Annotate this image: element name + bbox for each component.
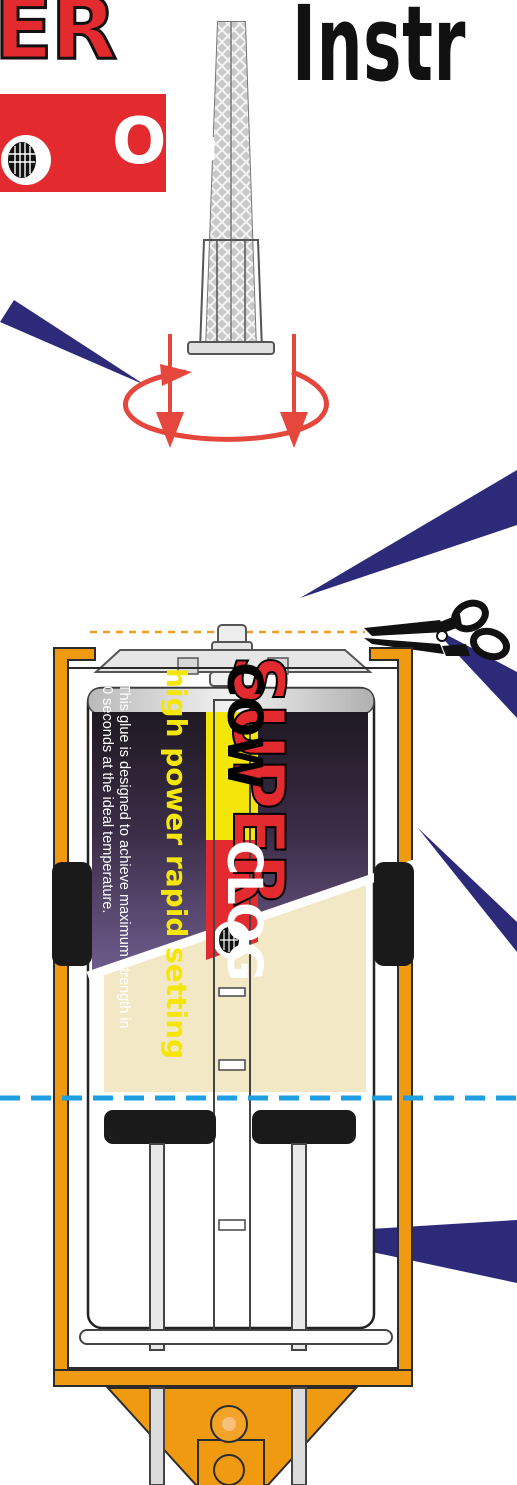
label-fine-print-1: *This glue is designed to achieve maximu… xyxy=(117,678,132,1029)
label-brand-clog: CLOG xyxy=(220,840,268,980)
pointer-nozzle xyxy=(300,470,517,598)
rotate-arrow-icon xyxy=(126,364,327,439)
label-tagline: high power rapid setting xyxy=(162,668,190,1059)
pointer-logo xyxy=(0,300,145,385)
logo-word-bottom: OG xyxy=(112,110,219,174)
label-brand-cow: COW xyxy=(220,662,268,788)
applicator-handle xyxy=(108,1388,356,1485)
label-fine-print-2: 30 seconds at the ideal temperature. xyxy=(100,678,115,913)
mixing-nozzle xyxy=(188,15,274,355)
page-title: Instr xyxy=(292,0,466,96)
logo-word-top: ER xyxy=(0,0,115,72)
pointer-plunger xyxy=(418,828,517,952)
cow-spot-icon xyxy=(8,142,36,178)
